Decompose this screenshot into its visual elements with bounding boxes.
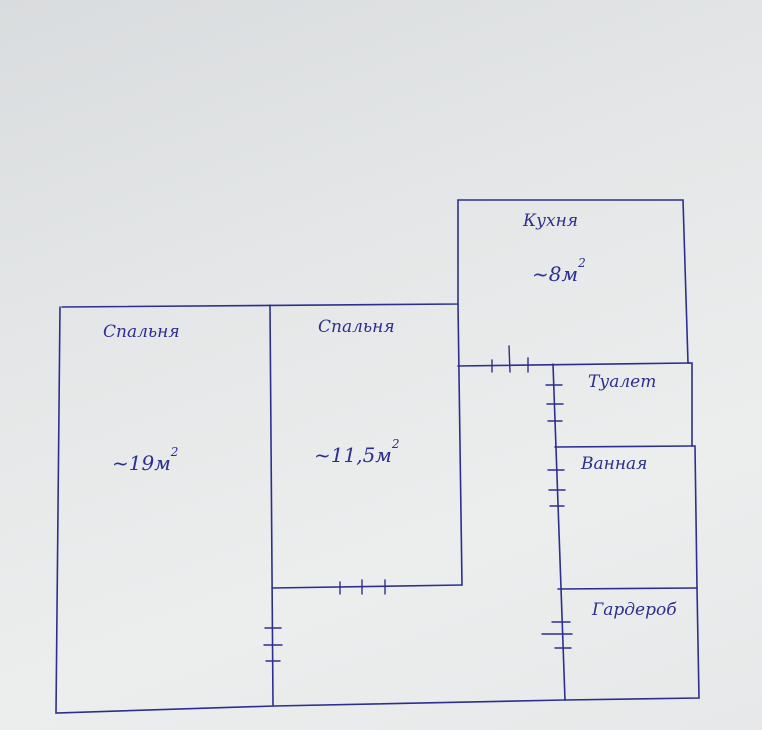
room-name-toilet: Туалет xyxy=(588,372,656,392)
area-value: ~19м xyxy=(112,451,171,475)
area-value: ~11,5м xyxy=(314,443,392,467)
door-marks xyxy=(263,345,573,662)
area-bedroom-large: ~19м2 xyxy=(112,445,178,475)
wall-outer-left xyxy=(55,199,700,714)
area-unit-power: 2 xyxy=(170,445,179,459)
wall-bedroom-small-bottom xyxy=(271,584,463,589)
room-name-bathroom: Ванная xyxy=(580,454,647,474)
area-kitchen: ~8м2 xyxy=(532,256,586,286)
wall-service-left xyxy=(552,363,566,701)
walls xyxy=(55,199,700,714)
room-labels: Спальня Спальня Кухня Туалет Ванная Гард… xyxy=(103,211,677,620)
area-unit-power: 2 xyxy=(391,437,400,451)
area-value: ~8м xyxy=(532,262,578,286)
area-bedroom-small: ~11,5м2 xyxy=(314,437,400,467)
door-tick xyxy=(508,345,511,373)
wall-bathroom-bottom xyxy=(557,587,698,590)
wall-bedroom-divider xyxy=(269,304,274,707)
room-name-bedroom-large: Спальня xyxy=(103,322,180,342)
wall-toilet-bottom xyxy=(554,445,693,448)
area-unit-power: 2 xyxy=(577,256,586,270)
room-name-wardrobe: Гардероб xyxy=(591,600,677,620)
wall-kitchen-bottom xyxy=(457,362,691,367)
room-name-kitchen: Кухня xyxy=(522,211,578,231)
room-name-bedroom-small: Спальня xyxy=(318,317,395,337)
area-labels: ~19м2 ~11,5м2 ~8м2 xyxy=(112,256,586,475)
wall-bedroom-small-right xyxy=(457,303,463,586)
